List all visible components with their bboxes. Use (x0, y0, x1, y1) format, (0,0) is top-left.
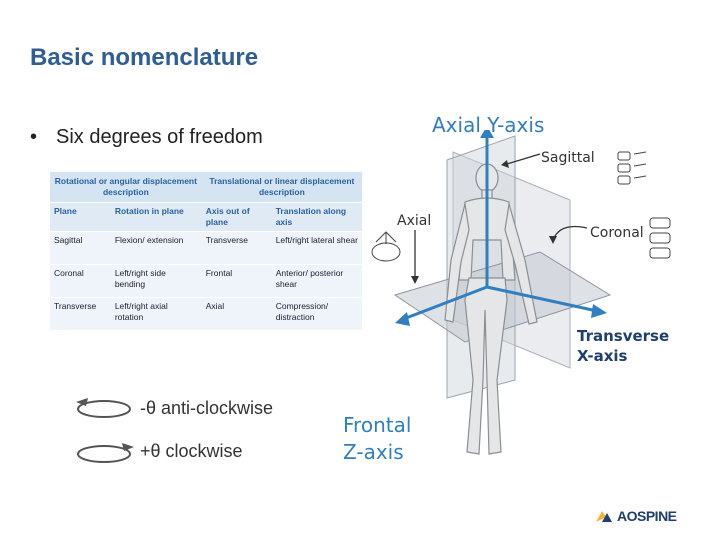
table-row: Transverse Left/right axial rotation Axi… (50, 297, 362, 330)
anatomical-planes-figure (393, 130, 612, 455)
clockwise-label: +θ clockwise (140, 441, 243, 461)
z-axis-label: Z-axis (343, 440, 404, 464)
aospine-logo-mark-icon (596, 511, 612, 522)
y-axis-arrowhead (480, 130, 494, 138)
anti-clockwise-rotation-icon (76, 398, 131, 418)
sagittal-vertebra-icon (617, 151, 647, 185)
table-cell: Left/right side bending (110, 264, 202, 298)
table-row: Coronal Left/right side bending Frontal … (50, 264, 362, 298)
degrees-of-freedom-table: Rotational or angular displacement descr… (50, 172, 362, 330)
axial-label: Axial (397, 213, 432, 229)
table-cell: Left/right axial rotation (110, 297, 202, 330)
frontal-z-axis-label: Frontal Z-axis (343, 412, 411, 466)
clockwise-rotation-icon (77, 443, 134, 463)
logo-ao-text: AO (617, 508, 638, 524)
frontal-label: Frontal (343, 413, 412, 437)
bullet-dot: • (30, 126, 38, 148)
z-axis-line (400, 285, 488, 322)
logo-spine-text: SPINE (637, 508, 677, 524)
column-header: Translation along axis (271, 202, 362, 232)
table-cell: Left/right lateral shear (271, 231, 362, 265)
bullet-text: Six degrees of freedom (56, 126, 263, 148)
coronal-vertebra-icon (649, 217, 671, 259)
table-cell: Compression/ distraction (271, 297, 362, 330)
table-cell: Transverse (50, 297, 111, 330)
anti-clockwise-label: -θ anti-clockwise (140, 398, 274, 418)
coronal-label: Coronal (590, 225, 644, 241)
transverse-label: Transverse (577, 327, 670, 345)
group-header-translational: Translational or linear displacement des… (201, 172, 362, 203)
table-cell: Flexion/ extension (110, 231, 202, 265)
bullet-item: • Six degrees of freedom (30, 126, 263, 149)
table-cell: Coronal (50, 264, 111, 298)
table-cell: Transverse (201, 231, 272, 265)
table-cell: Frontal (201, 264, 272, 298)
table-cell: Axial (201, 297, 272, 330)
transverse-x-axis-label: Transverse X-axis (577, 326, 669, 366)
x-axis-line (486, 285, 598, 313)
sagittal-label: Sagittal (541, 150, 595, 166)
column-header: Rotation in plane (110, 202, 202, 232)
slide-title: Basic nomenclature (30, 44, 259, 71)
axial-y-axis-label: Axial Y-axis (432, 113, 545, 137)
table-row: Sagittal Flexion/ extension Transverse L… (50, 231, 362, 265)
x-axis-arrowhead (591, 304, 607, 318)
column-header: Axis out of plane (201, 202, 272, 232)
table-cell: Anterior/ posterior shear (271, 264, 362, 298)
z-axis-arrowhead (395, 312, 410, 326)
column-header: Plane (50, 202, 111, 232)
x-axis-label: X-axis (577, 347, 628, 365)
axial-vertebra-icon (371, 231, 401, 262)
aospine-logo: AOSPINE (594, 508, 677, 524)
group-header-rotational: Rotational or angular displacement descr… (50, 172, 202, 203)
table-cell: Sagittal (50, 231, 111, 265)
